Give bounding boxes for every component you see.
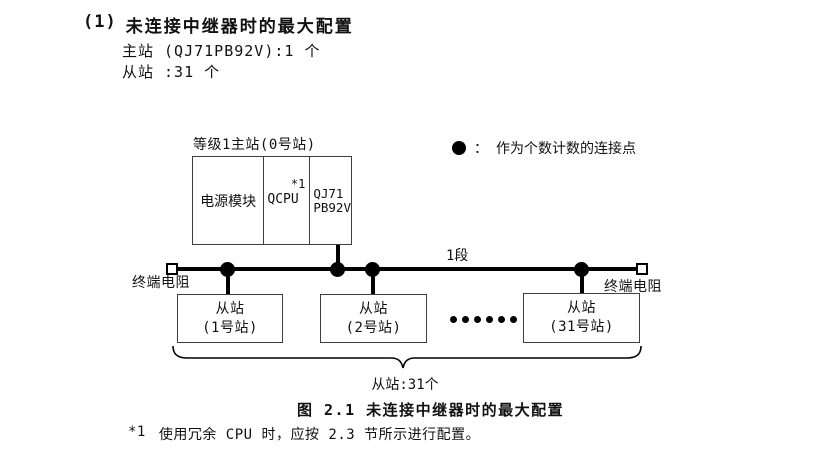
terminating-resistor-left-label: 终端电阻 bbox=[132, 275, 190, 291]
legend-separator: ： bbox=[474, 141, 488, 157]
slave-station-2-box: 从站 (2号站) bbox=[320, 294, 427, 343]
slave31-line1: 从站 bbox=[567, 300, 596, 316]
ellipsis-dot bbox=[498, 316, 505, 323]
power-module-cell: 电源模块 bbox=[193, 157, 265, 244]
slave31-line2: (31号站) bbox=[549, 319, 614, 335]
connection-point-icon bbox=[452, 141, 466, 155]
slave2-line2: (2号站) bbox=[345, 319, 402, 336]
brace-label: 从站:31个 bbox=[371, 377, 439, 393]
qcpu-cell: *1 QCPU bbox=[264, 157, 311, 244]
ellipsis-dot bbox=[462, 316, 469, 323]
terminating-resistor-left-icon bbox=[166, 263, 178, 275]
slave-station-31-box: 从站 (31号站) bbox=[523, 293, 640, 343]
figure-caption: 图 2.1 未连接中继器时的最大配置 bbox=[297, 401, 565, 419]
section-title: 未连接中继器时的最大配置 bbox=[125, 17, 354, 37]
master-station-label: 等级1主站(0号站) bbox=[193, 137, 316, 153]
ellipsis-dots bbox=[450, 316, 517, 323]
terminating-resistor-right-icon bbox=[636, 263, 648, 275]
qj71pb92v-cell: QJ71 PB92V bbox=[310, 157, 351, 244]
section-number: (1) bbox=[83, 12, 117, 32]
ellipsis-dot bbox=[450, 316, 457, 323]
slave1-line1: 从站 bbox=[215, 300, 245, 317]
qcpu-footnote-marker: *1 bbox=[290, 177, 306, 191]
slave-station-1-box: 从站 (1号站) bbox=[177, 294, 283, 343]
legend: ： 作为个数计数的连接点 bbox=[452, 138, 636, 158]
terminating-resistor-right-label: 终端电阻 bbox=[604, 279, 662, 295]
connection-point bbox=[365, 262, 380, 277]
footnote-text: 使用冗余 CPU 时，应按 2.3 节所示进行配置。 bbox=[158, 427, 481, 443]
ellipsis-dot bbox=[510, 316, 517, 323]
summary-slave-line: 从站 :31 个 bbox=[122, 63, 221, 81]
footnote-marker: *1 bbox=[128, 424, 146, 440]
master-drop-line bbox=[336, 245, 340, 271]
section-heading: (1) 未连接中继器时的最大配置 bbox=[83, 12, 354, 37]
qj71-label-line2: PB92V bbox=[313, 199, 351, 215]
slave2-line1: 从站 bbox=[359, 300, 388, 317]
slave2-drop-line bbox=[371, 269, 375, 295]
connection-point bbox=[574, 262, 589, 277]
legend-text: 作为个数计数的连接点 bbox=[496, 141, 636, 157]
slave1-line2: (1号站) bbox=[202, 319, 258, 336]
brace bbox=[172, 345, 642, 369]
master-station-box: 电源模块 *1 QCPU QJ71 PB92V bbox=[192, 156, 352, 245]
footnote: *1 使用冗余 CPU 时，应按 2.3 节所示进行配置。 bbox=[128, 424, 480, 444]
ellipsis-dot bbox=[474, 316, 481, 323]
summary-master-line: 主站 (QJ71PB92V):1 个 bbox=[122, 42, 321, 60]
segment-label: 1段 bbox=[446, 248, 469, 264]
connection-point bbox=[220, 262, 235, 277]
bus-line bbox=[178, 267, 637, 271]
connection-point bbox=[330, 262, 345, 277]
qcpu-label: QCPU bbox=[267, 192, 299, 207]
ellipsis-dot bbox=[486, 316, 493, 323]
qj71-label-line1: QJ71 bbox=[313, 185, 344, 201]
slave1-drop-line bbox=[226, 269, 230, 295]
slave31-drop-line bbox=[580, 269, 584, 294]
